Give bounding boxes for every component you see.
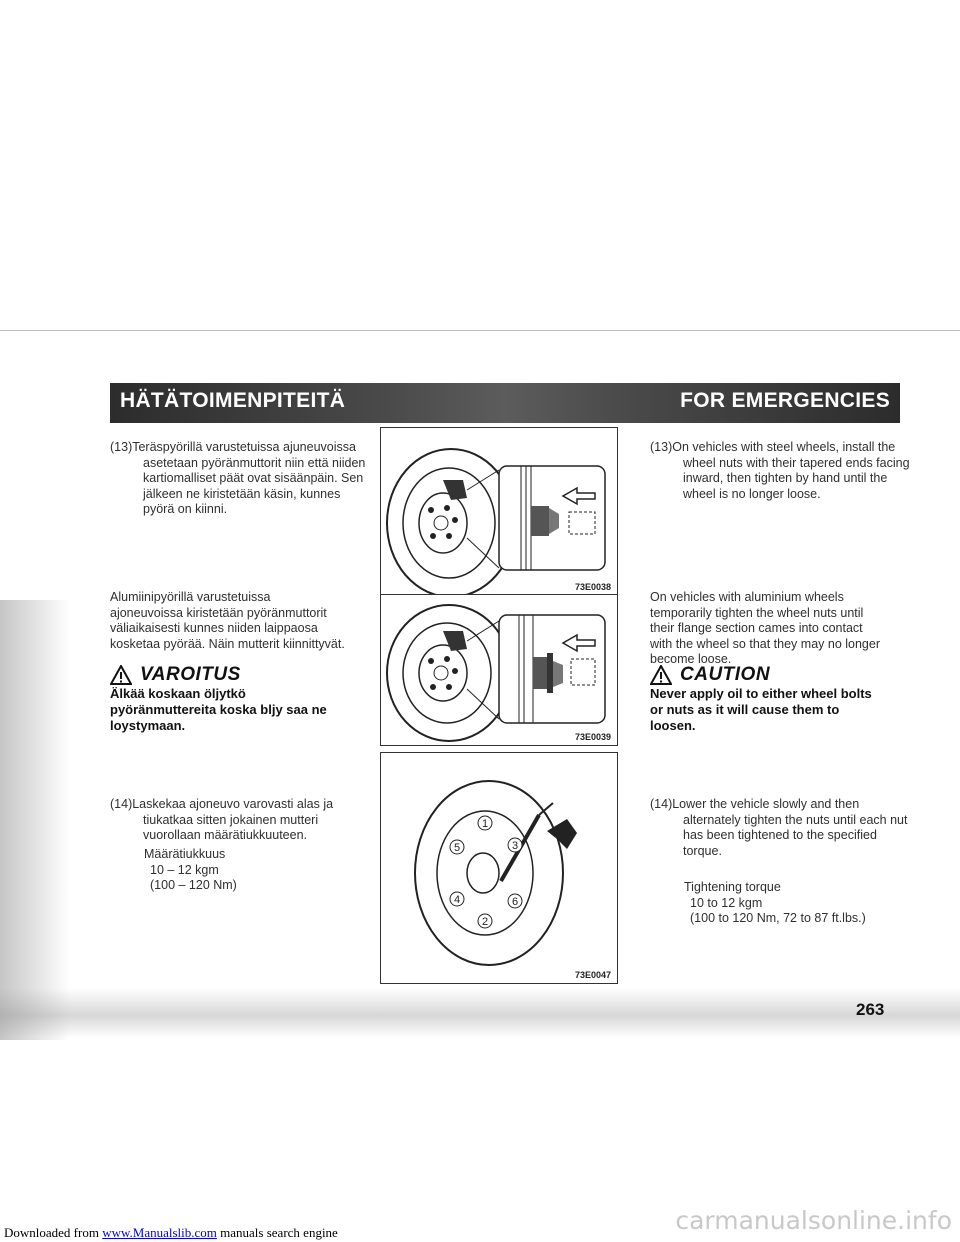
finnish-caution-block: VAROITUS Älkää koskaan öljytkö pyöränmut… [110,664,350,734]
finnish-caution-body: Älkää koskaan öljytkö pyöränmuttereita k… [110,686,327,733]
nut-number-4: 4 [454,894,460,906]
english-step-14: (14)Lower the vehicle slowly and then al… [650,797,908,858]
figure-aluminium-wheel-nut: 73E0039 [380,594,618,746]
finnish-torque-label: Määrätiukkuus [144,847,226,861]
finnish-torque-nm: (100 – 120 Nm) [150,878,237,892]
english-caution-title: CAUTION [680,664,771,685]
figure-steel-wheel-nut: 73E0038 [380,427,618,598]
english-aluminium-note: On vehicles with aluminium wheels tempor… [650,590,880,666]
header-title-english: FOR EMERGENCIES [680,389,890,412]
watermark-text: carmanualsonline.info [675,1206,952,1235]
section-header: HÄTÄTOIMENPITEITÄ FOR EMERGENCIES [110,383,900,423]
finnish-step-14: (14)Laskekaa ajoneuvo varovasti alas ja … [110,797,334,842]
english-caution-block: CAUTION Never apply oil to either wheel … [650,664,890,734]
footer-prefix: Downloaded from [4,1225,99,1240]
scan-shadow-bottom [0,988,960,1038]
finnish-aluminium-note: Alumiinipyörillä varustetuissa ajoneuvoi… [110,590,345,651]
tightening-sequence-illustration: 1 2 3 4 5 6 [414,780,577,966]
figure-code-3: 73E0047 [574,970,611,980]
english-caution-body: Never apply oil to either wheel bolts or… [650,686,872,733]
scan-shadow-left [0,600,70,1040]
nut-number-1: 1 [482,818,488,830]
aluminium-wheel-illustration [386,604,606,742]
english-torque-label: Tightening torque [684,880,781,894]
nut-number-6: 6 [512,896,518,908]
download-footer: Downloaded from www.Manualslib.com manua… [4,1225,338,1241]
page-number: 263 [856,1000,885,1019]
warning-icon [110,665,132,685]
figure-code-2: 73E0039 [574,732,611,742]
warning-icon [650,665,672,685]
figure-tightening-sequence: 1 2 3 4 5 6 73E0047 [380,752,618,984]
english-step-13: (13)On vehicles with steel wheels, insta… [650,440,910,501]
finnish-step-13: (13)Teräspyörillä varustetuissa ajuneuvo… [110,440,366,516]
nut-number-2: 2 [482,916,488,928]
english-torque-nm: (100 to 120 Nm, 72 to 87 ft.lbs.) [690,911,866,925]
english-torque-kgm: 10 to 12 kgm [690,895,763,910]
finnish-torque-kgm: 10 – 12 kgm [150,862,219,877]
nut-number-5: 5 [454,842,460,854]
figure-code-1: 73E0038 [574,582,611,592]
manualslib-link[interactable]: www.Manualslib.com [102,1225,217,1240]
english-torque-spec: Tightening torque 10 to 12 kgm (100 to 1… [684,880,904,927]
top-rule [0,330,960,331]
footer-suffix: manuals search engine [220,1225,338,1240]
nut-number-3: 3 [512,840,518,852]
steel-wheel-illustration [386,448,606,598]
header-title-finnish: HÄTÄTOIMENPITEITÄ [120,389,346,412]
finnish-caution-title: VAROITUS [140,664,241,685]
finnish-torque-spec: Määrätiukkuus 10 – 12 kgm (100 – 120 Nm) [144,847,344,894]
